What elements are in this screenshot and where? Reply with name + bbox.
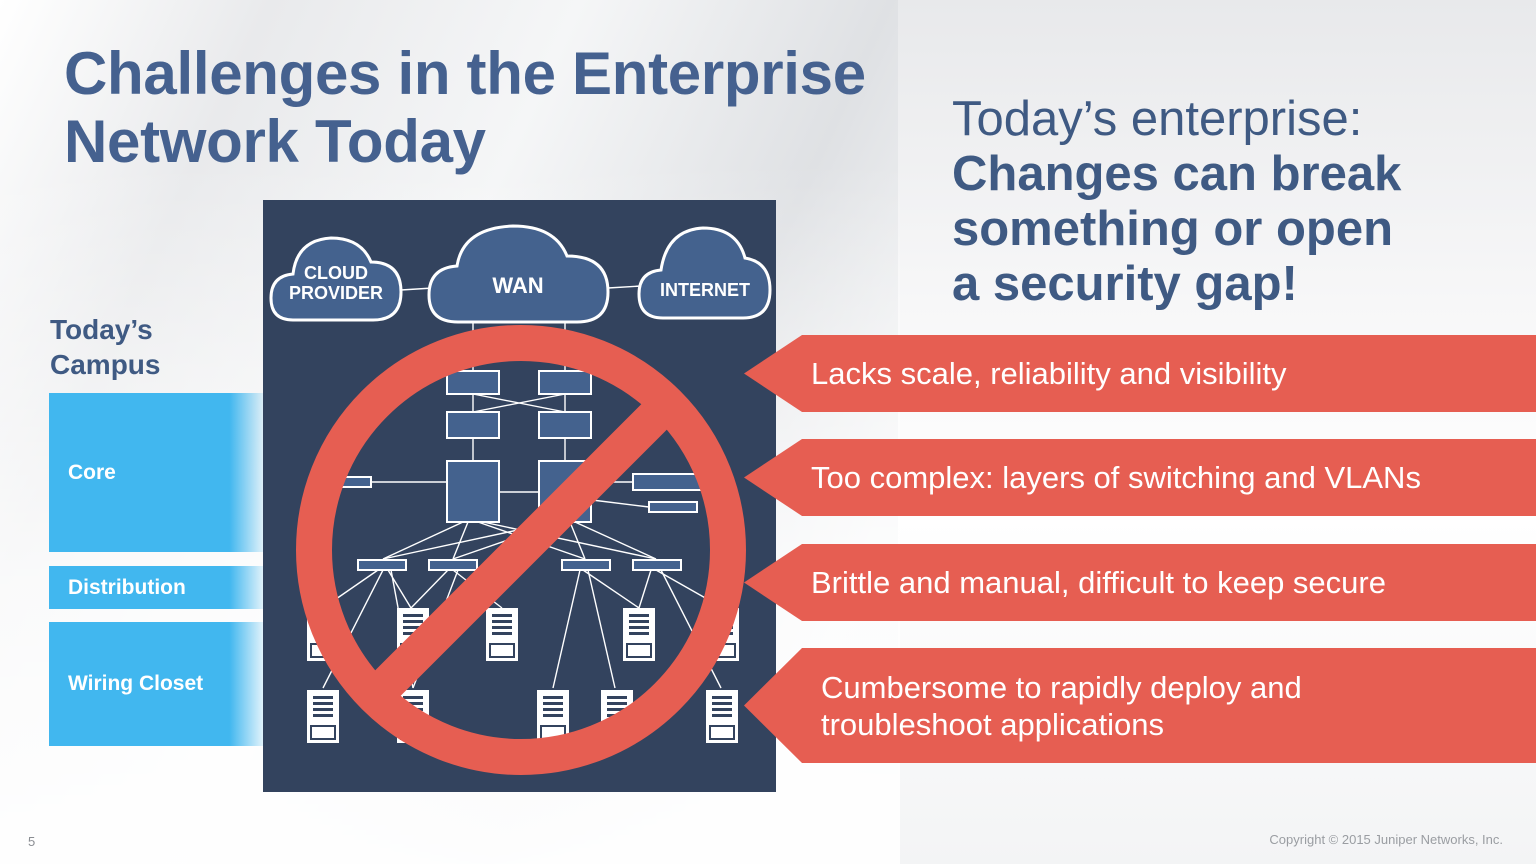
enterprise-heading-bold-2: something or open: [952, 202, 1393, 256]
side-appliance: [632, 473, 706, 491]
internet-cloud-icon: [637, 226, 772, 320]
callout-deployment-text: Cumbersome to rapidly deploy and trouble…: [821, 669, 1302, 743]
layer-core-label: Core: [68, 460, 116, 484]
layer-wiring-closet-label: Wiring Closet: [68, 672, 204, 695]
layer-distribution-label: Distribution: [68, 575, 186, 599]
distribution-switch: [561, 559, 611, 571]
clouds: [269, 224, 772, 324]
prohibition-icon: [296, 325, 746, 775]
distribution-switch: [632, 559, 682, 571]
callout-scale: Lacks scale, reliability and visibility: [744, 335, 1536, 412]
distribution-switches: [357, 559, 682, 571]
network-diagram-svg: CLOUD PROVIDER WAN INTERNET: [269, 224, 772, 775]
aggregation-chassis: [446, 460, 500, 523]
copyright: Copyright © 2015 Juniper Networks, Inc.: [1269, 832, 1503, 847]
layer-wiring-closet: Wiring Closet: [49, 622, 269, 746]
core-switches: [334, 370, 706, 523]
server-icon: [307, 690, 339, 743]
callout-security: Brittle and manual, difficult to keep se…: [744, 544, 1536, 621]
layer-distribution: Distribution: [49, 566, 269, 609]
slide-title-line-2: Network Today: [64, 108, 486, 175]
slide-title-line-1: Challenges in the Enterprise: [64, 40, 866, 107]
cloud-provider-label-2: PROVIDER: [289, 283, 383, 303]
network-diagram: CLOUD PROVIDER WAN INTERNET: [263, 200, 776, 792]
distribution-switch: [357, 559, 407, 571]
callout-deployment-line-2: troubleshoot applications: [821, 706, 1164, 742]
distribution-switch: [428, 559, 478, 571]
cloud-labels: CLOUD PROVIDER WAN INTERNET: [289, 263, 750, 303]
core-switch: [446, 370, 500, 395]
wan-label: WAN: [492, 273, 543, 298]
server-icon: [706, 690, 738, 743]
callout-complexity-text: Too complex: layers of switching and VLA…: [811, 460, 1421, 495]
internet-label: INTERNET: [660, 280, 750, 300]
side-appliance: [648, 501, 698, 513]
wan-cloud-icon: [427, 224, 610, 324]
page-number: 5: [28, 834, 36, 849]
slide-title: Challenges in the Enterprise Network Tod…: [64, 40, 884, 176]
callout-deployment-line-1: Cumbersome to rapidly deploy and: [821, 669, 1302, 705]
core-switch: [538, 370, 592, 395]
enterprise-heading-bold-3: a security gap!: [952, 257, 1298, 311]
prohibition-ring: [296, 325, 746, 775]
campus-label-line-2: Campus: [50, 349, 161, 380]
callout-deployment: Cumbersome to rapidly deploy and trouble…: [744, 648, 1536, 763]
layer-core: Core: [49, 393, 269, 552]
prohibition-slash: [362, 391, 680, 709]
cloud-provider-label-1: CLOUD: [304, 263, 368, 283]
server-icon: [486, 608, 518, 661]
enterprise-heading-bold-1: Changes can break: [952, 147, 1402, 201]
callout-complexity: Too complex: layers of switching and VLA…: [744, 439, 1536, 516]
cloud-provider-cloud-icon: [269, 236, 403, 322]
campus-label: Today’s Campus: [50, 312, 250, 382]
callout-scale-text: Lacks scale, reliability and visibility: [811, 356, 1287, 391]
campus-label-line-1: Today’s: [50, 314, 153, 345]
server-icon: [623, 608, 655, 661]
enterprise-heading-line-1: Today’s enterprise:: [952, 92, 1363, 146]
core-switch: [538, 411, 592, 439]
callout-security-text: Brittle and manual, difficult to keep se…: [811, 565, 1386, 600]
core-switch: [446, 411, 500, 439]
enterprise-heading: Today’s enterprise: Changes can break so…: [952, 92, 1512, 312]
